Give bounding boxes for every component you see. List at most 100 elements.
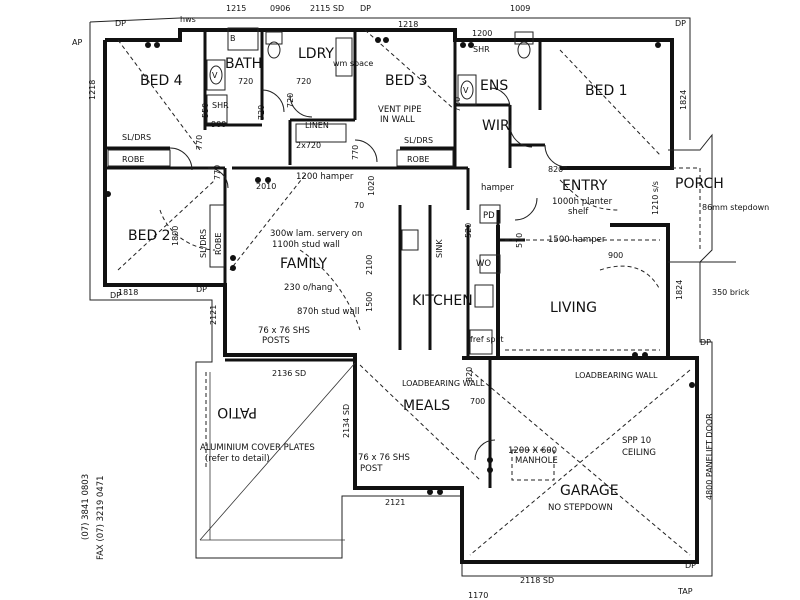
- dim-2010: 2010: [256, 182, 276, 191]
- dim-720-e: 720: [453, 97, 462, 112]
- dim-700: 700: [470, 397, 485, 406]
- label-wm-space: wm space: [333, 59, 373, 68]
- porch-area: [668, 133, 713, 263]
- dim-550: 550: [201, 103, 210, 118]
- dim-2134sd: 2134 SD: [342, 404, 351, 438]
- dim-1215: 1215: [226, 4, 246, 13]
- internal-walls: [105, 30, 545, 488]
- label-ap: AP: [72, 38, 82, 47]
- dim-2118sd: 2118 SD: [520, 576, 554, 585]
- dim-1009: 1009: [510, 4, 530, 13]
- dim-1020: 1020: [367, 176, 376, 196]
- dim-770-bed4: 770: [195, 135, 204, 150]
- dim-1818: 1818: [118, 288, 138, 297]
- robe-label-bed4: ROBE: [122, 155, 144, 164]
- note-manhole-1: 1200 X 600: [508, 446, 557, 456]
- dim-770-bed2: 770: [213, 165, 222, 180]
- note-linen-2x720: 2x720: [296, 141, 321, 150]
- dim-1500: 1500: [365, 292, 374, 312]
- note-hamper-entry: hamper: [481, 183, 515, 193]
- dim-1824-right: 1824: [679, 90, 688, 110]
- dashed-lines: [117, 29, 691, 556]
- room-label-bed2: BED 2: [128, 228, 171, 244]
- note-servery-1: 300w lam. servery on: [270, 229, 362, 239]
- room-label-kitchen: KITCHEN: [412, 293, 473, 309]
- dim-1200-top: 1200: [472, 29, 492, 38]
- note-overhang: 230 o/hang: [284, 283, 332, 293]
- dim-820-entry: 820: [548, 165, 563, 174]
- room-label-garage: GARAGE: [560, 483, 619, 499]
- label-dp-5: DP: [700, 338, 711, 347]
- label-b: B: [230, 34, 236, 43]
- electrical-points: [105, 37, 695, 495]
- dim-900-living: 900: [608, 251, 623, 260]
- room-label-bath: BATH: [225, 56, 262, 72]
- note-vent-2: IN WALL: [380, 115, 415, 125]
- note-hamper-family: 1200 hamper: [296, 172, 354, 182]
- room-label-family: FAMILY: [280, 256, 327, 272]
- label-stepdown: 86mm stepdown: [702, 203, 769, 212]
- dim-900-bath: 900: [211, 120, 226, 129]
- room-label-bed3: BED 3: [385, 73, 428, 89]
- shr-label-bath: SHR: [212, 101, 229, 110]
- dim-panelift-door: 4800 PANELIFT DOOR: [705, 413, 714, 500]
- dim-2121-bottom: 2121: [385, 498, 405, 507]
- linen-label: LINEN: [305, 121, 329, 130]
- label-dp-6: DP: [685, 561, 696, 570]
- dim-1210: 1210 s/s: [651, 181, 660, 215]
- dim-1824-living: 1824: [675, 280, 684, 300]
- room-label-entry: ENTRY: [562, 178, 608, 194]
- dim-720-b: 720: [296, 77, 311, 86]
- label-sl-drs-bed3: SL/DRS: [404, 136, 433, 145]
- dim-1170: 1170: [468, 591, 488, 600]
- note-no-stepdown: NO STEPDOWN: [548, 503, 613, 513]
- note-planter-2: shelf: [568, 207, 589, 217]
- wo-label: WO: [476, 259, 491, 269]
- label-dp-4: DP: [110, 291, 121, 300]
- shr-label-ens: SHR: [473, 45, 490, 54]
- label-v-ens: V: [463, 86, 469, 95]
- robes: [107, 149, 454, 268]
- dim-720-c: 720: [286, 93, 295, 108]
- dim-2121-left: 2121: [209, 305, 218, 325]
- room-label-ldry: LDRY: [298, 46, 334, 62]
- room-label-living: LIVING: [550, 300, 597, 316]
- note-aluminium-1: ALUMINIUM COVER PLATES: [200, 443, 315, 453]
- room-labels: BED 4 BATH LDRY BED 3 ENS BED 1 WIR ENTR…: [122, 45, 724, 499]
- construction-notes: 1200 hamper 300w lam. servery on 1100h s…: [81, 105, 658, 560]
- room-label-bed4: BED 4: [140, 73, 183, 89]
- sink-label: SINK: [435, 239, 444, 258]
- robe-label-bed2: ROBE: [214, 233, 223, 255]
- label-hws: hws: [180, 15, 196, 24]
- label-dp-3: DP: [675, 19, 686, 28]
- room-label-wir: WIR: [482, 118, 510, 134]
- dim-2115sd: 2115 SD: [310, 4, 344, 13]
- label-sl-drs-bed2: SL/DRS: [199, 229, 208, 258]
- label-dp-1: DP: [115, 19, 126, 28]
- room-label-porch: PORCH: [675, 176, 724, 192]
- dim-1218-top: 1218: [398, 20, 418, 29]
- room-label-ens: ENS: [480, 78, 508, 94]
- dim-70: 70: [354, 201, 364, 210]
- fridge-label: fref spot: [470, 335, 504, 344]
- patio-hatch: [199, 362, 356, 541]
- note-manhole-2: MANHOLE: [515, 456, 558, 466]
- label-sl-drs-bed4: SL/DRS: [122, 133, 151, 142]
- room-label-meals: MEALS: [403, 398, 450, 414]
- note-spp-2: CEILING: [622, 448, 656, 458]
- label-tap: TAP: [677, 587, 693, 596]
- robe-label-bed3: ROBE: [407, 155, 429, 164]
- dim-720-a: 720: [238, 77, 253, 86]
- dim-2136sd: 2136 SD: [272, 369, 306, 378]
- room-label-patio: PATIO: [217, 404, 257, 420]
- note-spp-1: SPP 10: [622, 436, 651, 446]
- note-planter-1: 1000h planter: [552, 197, 613, 207]
- note-posts-2: POSTS: [262, 336, 290, 346]
- note-loadbearing-2: LOADBEARING WALL: [575, 371, 658, 380]
- note-post-meals-1: 76 x 76 SHS: [358, 453, 410, 463]
- note-servery-2: 1100h stud wall: [272, 240, 340, 250]
- note-posts-1: 76 x 76 SHS: [258, 326, 310, 336]
- note-post-meals-2: POST: [360, 464, 383, 474]
- dim-770-bed3: 770: [351, 145, 360, 160]
